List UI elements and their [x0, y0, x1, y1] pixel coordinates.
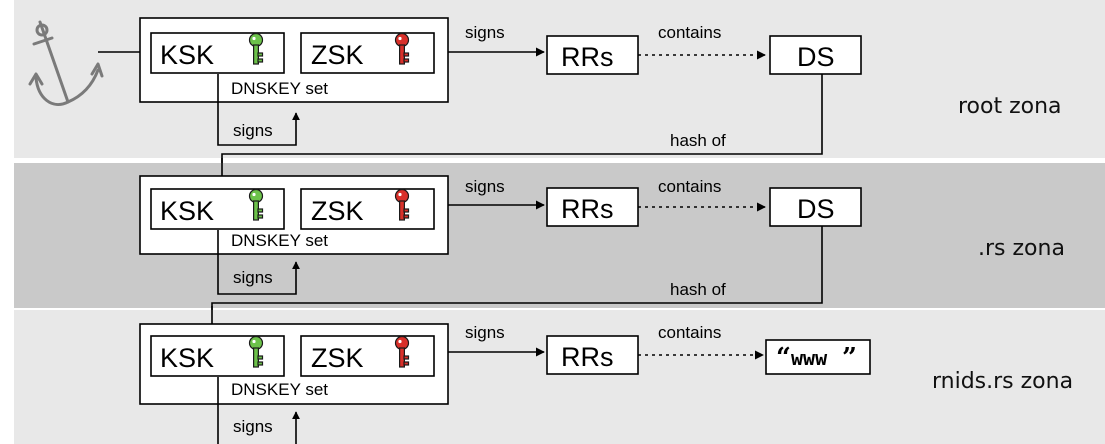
- anchor-icon: [28, 20, 104, 106]
- rrs-box: [546, 187, 639, 227]
- ksk-label: KSK: [160, 40, 214, 70]
- hash-of-label: hash of: [670, 131, 726, 150]
- ksk-label: KSK: [160, 196, 214, 226]
- self-signs-label: signs: [233, 417, 273, 436]
- self-signs-arrow: [217, 230, 300, 295]
- rrs-label: RRs: [561, 42, 614, 72]
- zsk-box: [300, 188, 435, 230]
- www-label: www: [791, 346, 828, 370]
- self-signs-label: signs: [233, 121, 273, 140]
- ds-label: DS: [797, 42, 835, 72]
- zone-root: root zona KSK ZSK DNSKEY set signs signs…: [14, 0, 1105, 177]
- www-box: [765, 339, 871, 375]
- zsk-label: ZSK: [311, 40, 364, 70]
- zone-label: root zona: [958, 94, 1062, 119]
- self-signs-label: signs: [233, 268, 273, 287]
- ksk-label: KSK: [160, 343, 214, 373]
- dnskey-set-label: DNSKEY set: [231, 231, 328, 250]
- ds-box: [769, 187, 862, 227]
- signs-label: signs: [465, 177, 505, 196]
- dnskey-set-label: DNSKEY set: [231, 380, 328, 399]
- rrs-label: RRs: [561, 342, 614, 372]
- zsk-label: ZSK: [311, 343, 364, 373]
- ds-label: DS: [797, 194, 835, 224]
- signs-label: signs: [465, 323, 505, 342]
- rrs-box: [546, 335, 639, 375]
- zsk-box: [300, 32, 435, 74]
- self-signs-arrow: [217, 74, 300, 146]
- zone-label: .rs zona: [978, 236, 1065, 261]
- zone-label: rnids.rs zona: [932, 369, 1073, 394]
- www-open-quote: “: [776, 343, 791, 373]
- zone-rs: .rs zona KSK ZSK DNSKEY set signs signs …: [14, 158, 1105, 325]
- ds-box: [769, 35, 862, 75]
- contains-label: contains: [658, 23, 721, 42]
- rrs-label: RRs: [561, 194, 614, 224]
- contains-label: contains: [658, 323, 721, 342]
- zone-rnids: rnids.rs zona KSK ZSK DNSKEY set signs s…: [14, 306, 1105, 444]
- zsk-label: ZSK: [311, 196, 364, 226]
- zsk-box: [300, 335, 435, 377]
- dnskey-set-label: DNSKEY set: [231, 79, 328, 98]
- contains-label: contains: [658, 177, 721, 196]
- hash-of-label: hash of: [670, 280, 726, 299]
- www-close-quote: ”: [842, 343, 857, 373]
- signs-label: signs: [465, 23, 505, 42]
